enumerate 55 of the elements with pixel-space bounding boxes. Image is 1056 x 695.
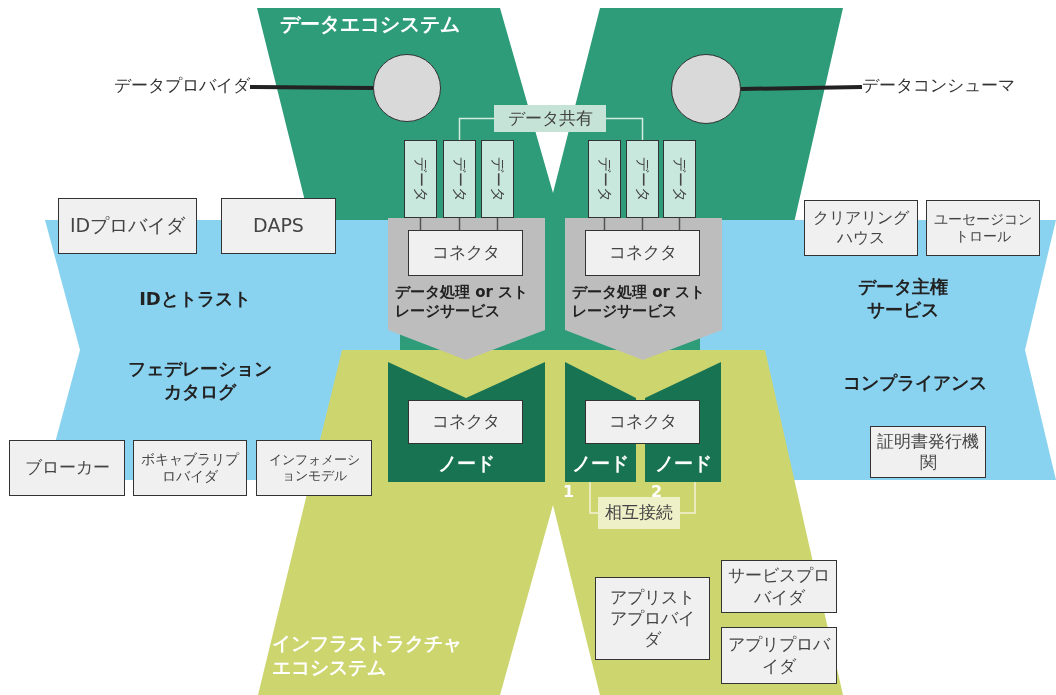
- node-number: 1: [563, 482, 575, 502]
- service-pentagon: [565, 218, 722, 360]
- connector-line: [740, 85, 863, 91]
- data-slab: [481, 140, 514, 218]
- slab-label: データ: [452, 156, 467, 202]
- text-label: データコンシューマ: [862, 74, 1032, 100]
- connector-line: [679, 481, 696, 514]
- connector-box: コネクタ: [585, 230, 700, 276]
- connector-line: [458, 117, 495, 141]
- node-label: ノード: [653, 452, 713, 476]
- data-slab: [626, 140, 659, 218]
- node-label: ノード: [571, 452, 630, 476]
- band-title: データエコシステム: [280, 12, 461, 37]
- connector-line: [603, 217, 606, 231]
- data-slab: [443, 140, 476, 218]
- slab-label: データ: [597, 156, 612, 202]
- connector-line: [605, 117, 644, 141]
- section-label: データ主権サービス: [856, 276, 949, 321]
- slab-label: データ: [490, 156, 505, 202]
- component-box: ブローカー: [9, 440, 125, 496]
- section-label: フェデレーションカタログ: [127, 358, 273, 403]
- connector-line: [496, 217, 499, 231]
- component-box: ボキャブラリプロバイダ: [133, 440, 247, 496]
- service-label: データ処理 or ストレージサービス: [395, 283, 530, 321]
- component-box: IDプロバイダ: [58, 198, 197, 254]
- component-box: アプリストアプロバイダ: [595, 577, 710, 660]
- connector-box: コネクタ: [408, 400, 523, 444]
- connection-label: データ共有: [494, 105, 606, 132]
- component-box: クリアリングハウス: [804, 200, 918, 256]
- component-box: 証明書発行機関: [870, 426, 986, 478]
- slab-label: データ: [635, 156, 650, 202]
- band-title: インフラストラクチャエコシステム: [272, 632, 463, 680]
- connector-line: [589, 481, 599, 514]
- connector-box: コネクタ: [408, 230, 523, 276]
- connector-line: [419, 217, 422, 231]
- data-slab: [663, 140, 696, 218]
- text-label: データプロバイダ: [100, 74, 250, 100]
- section-label: コンプライアンス: [842, 372, 988, 395]
- node-label: ノード: [437, 452, 496, 476]
- data-slab: [588, 140, 621, 218]
- service-label: データ処理 or ストレージサービス: [572, 283, 707, 321]
- connector-line: [641, 217, 644, 231]
- connector-line: [678, 217, 681, 231]
- section-label: IDとトラスト: [138, 288, 252, 311]
- component-box: ユーセージコントロール: [926, 200, 1040, 256]
- connector-line: [458, 217, 461, 231]
- node-block: [388, 362, 545, 482]
- service-pentagon: [388, 218, 545, 360]
- connection-label: 相互接続: [598, 497, 680, 529]
- slab-label: データ: [672, 156, 687, 202]
- component-box: DAPS: [221, 198, 336, 254]
- connector-box: コネクタ: [585, 400, 700, 444]
- slab-label: データ: [413, 156, 428, 202]
- data-slab: [404, 140, 437, 218]
- connector-line: [250, 85, 373, 90]
